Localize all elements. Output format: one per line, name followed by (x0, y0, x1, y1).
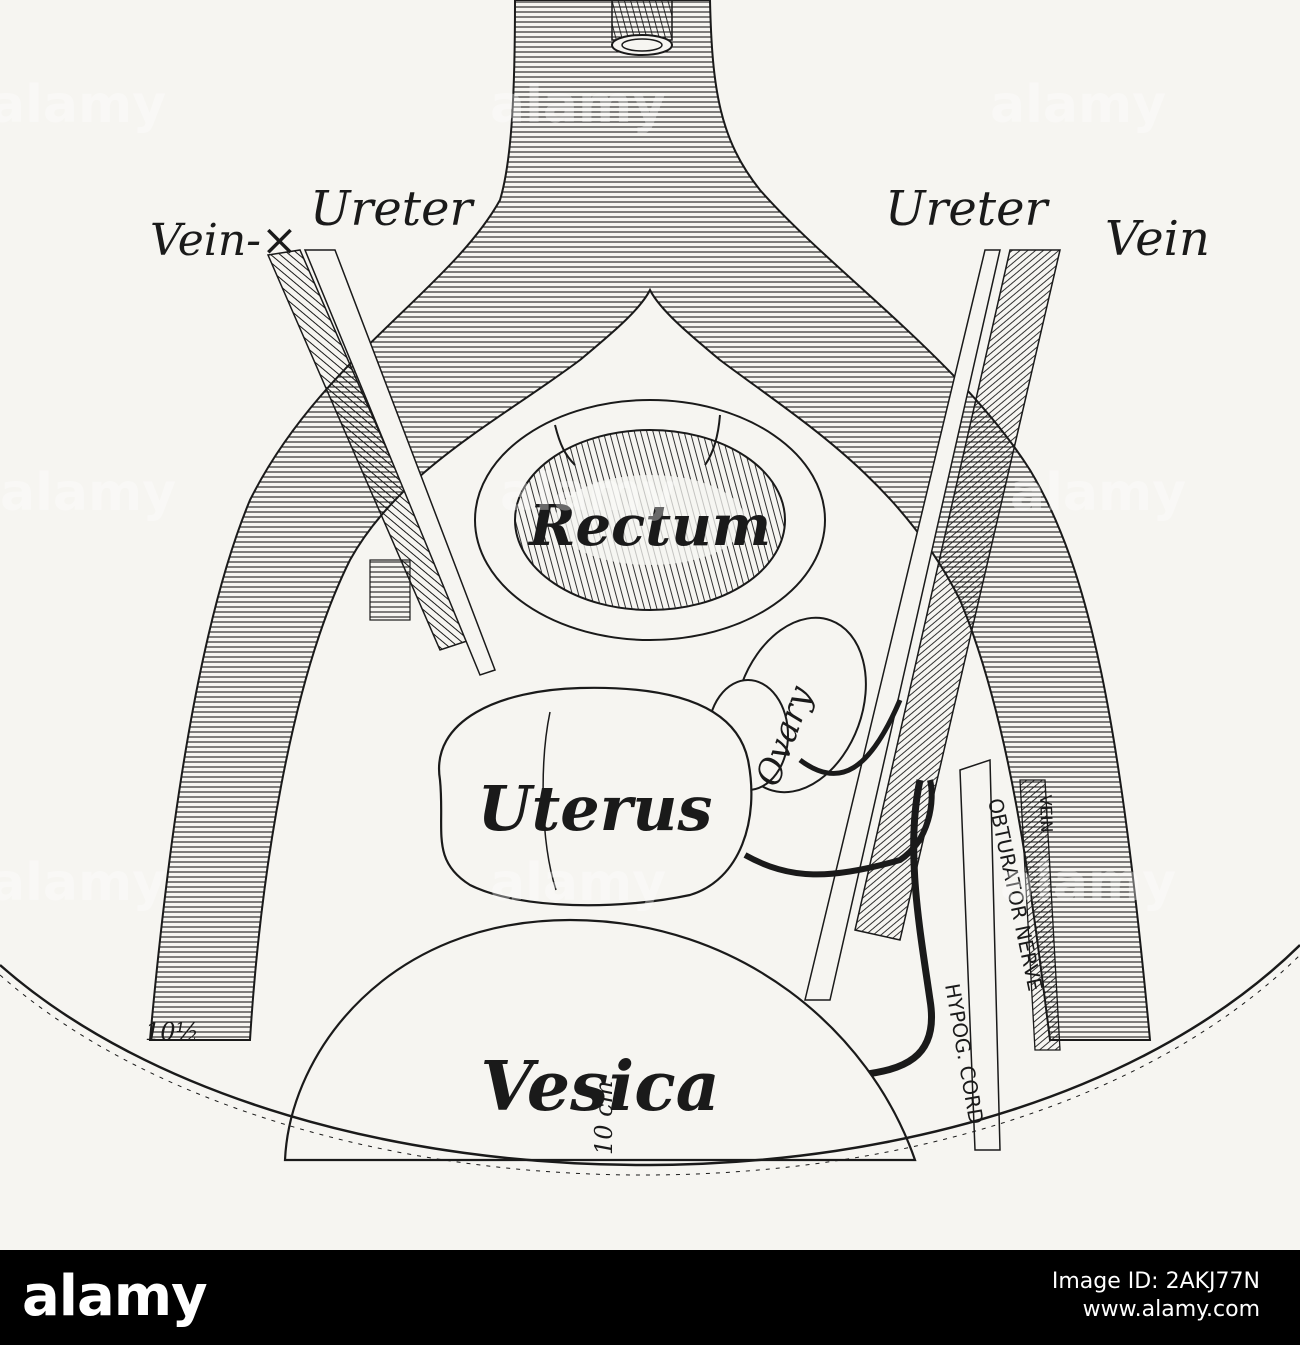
svg-text:alamy: alamy (490, 75, 666, 135)
site-url[interactable]: www.alamy.com (1082, 1297, 1260, 1322)
left-measure-label: 10½ (145, 1018, 199, 1046)
footer-bar: alamy Image ID: 2AKJ77N www.alamy.com (0, 1250, 1300, 1345)
footer-logo[interactable]: alamy (22, 1264, 208, 1329)
right-vein-label: Vein (1105, 211, 1210, 267)
uterus (437, 686, 753, 907)
image-id: Image ID: 2AKJ77N (1051, 1269, 1260, 1294)
hypogastric-cord (859, 779, 935, 1079)
left-vein-label: Vein-× (150, 215, 298, 266)
svg-text:alamy: alamy (0, 853, 166, 913)
anatomical-illustration: Rectum Ovary Uterus OBTURATOR NERVE VEIN… (0, 0, 1300, 1250)
footer-image-info: Image ID: 2AKJ77N www.alamy.com (1052, 1268, 1260, 1324)
svg-text:alamy: alamy (1000, 853, 1176, 913)
pelvic-floor (0, 944, 1300, 1167)
svg-text:alamy: alamy (1010, 463, 1186, 523)
svg-text:alamy: alamy (990, 75, 1166, 135)
svg-text:alamy: alamy (0, 75, 166, 135)
left-ureter (303, 249, 496, 676)
bottom-measure-label: 10 cm (590, 1081, 618, 1155)
uterus-label: Uterus (478, 772, 713, 845)
svg-text:alamy: alamy (490, 853, 666, 913)
right-vessel-label: VEIN (1036, 794, 1056, 832)
vesica (283, 918, 917, 1162)
right-small-vessel (1019, 779, 1061, 1051)
left-ureter-label: Ureter (310, 181, 476, 237)
right-ureter-label: Ureter (885, 181, 1051, 237)
watermark-layer: alamy alamy alamy alamy alamy alamy alam… (0, 75, 1186, 913)
obturator-nerve (959, 758, 1001, 1151)
rectum-label: Rectum (527, 493, 771, 559)
vesica-label: Vesica (480, 1047, 719, 1127)
svg-text:alamy: alamy (0, 463, 176, 523)
cut-vessel-stub (611, 0, 673, 41)
svg-text:alamy: alamy (500, 463, 676, 523)
right-vein (854, 249, 1061, 941)
right-ureter (804, 249, 1001, 1001)
cut-vessel-end (611, 34, 673, 56)
